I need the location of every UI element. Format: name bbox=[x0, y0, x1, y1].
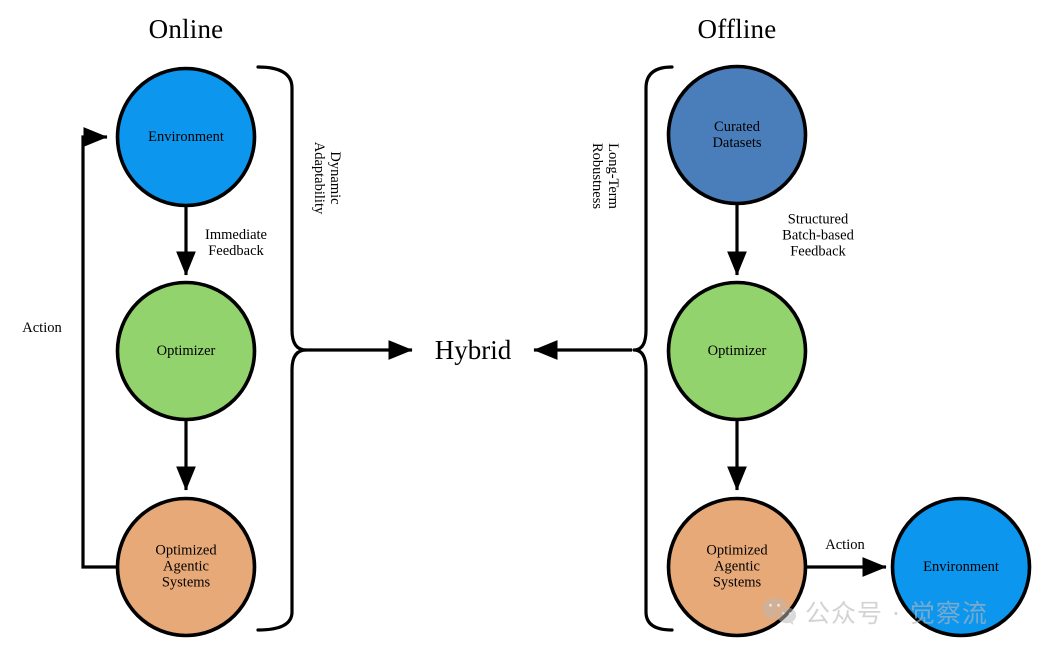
node-offline-optimizer[interactable] bbox=[666, 280, 808, 422]
node-offline-datasets[interactable] bbox=[666, 64, 808, 206]
edge-online-action-loop bbox=[81, 127, 118, 569]
offline-brace bbox=[632, 65, 674, 632]
offline-group bbox=[533, 64, 1032, 638]
online-brace bbox=[256, 65, 308, 632]
node-online-agentic[interactable] bbox=[115, 496, 257, 638]
node-online-environment[interactable] bbox=[115, 66, 257, 208]
node-online-optimizer[interactable] bbox=[115, 280, 257, 422]
online-group bbox=[81, 65, 413, 638]
node-offline-agentic[interactable] bbox=[666, 496, 808, 638]
node-offline-environment[interactable] bbox=[890, 496, 1032, 638]
